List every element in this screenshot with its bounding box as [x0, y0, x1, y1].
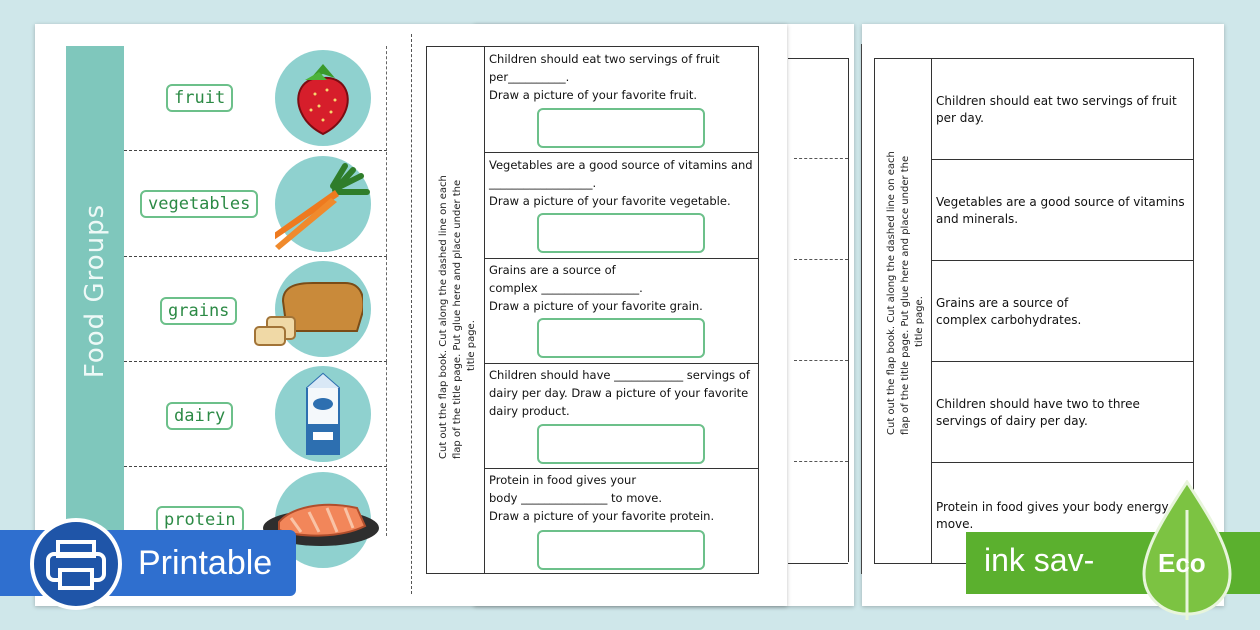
- question-cell: Protein in food gives your body ________…: [485, 468, 758, 573]
- eco-label: Eco: [1158, 548, 1206, 578]
- page-title: Food Groups: [80, 203, 110, 379]
- strawberry-icon: [275, 50, 371, 146]
- food-panel-grains: grains: [124, 257, 387, 362]
- question-cell: Children should have ____________ servin…: [485, 363, 758, 469]
- question-cell: Grains are a source of complex _________…: [485, 258, 758, 364]
- instructions-text: Cut out the flap book. Cut along the das…: [437, 175, 479, 459]
- cut-line: [794, 158, 848, 159]
- question-table: Cut out the flap book. Cut along the das…: [426, 46, 759, 574]
- eco-leaf-icon: Eco: [1142, 479, 1232, 620]
- instructions-line: flap of the title page. Put glue here an…: [900, 155, 911, 435]
- cut-line: [794, 461, 848, 462]
- cut-line: [794, 259, 848, 260]
- food-label: fruit: [166, 84, 234, 112]
- answer-text: Protein in food gives your body energy t…: [936, 500, 1185, 531]
- cut-line: [794, 360, 848, 361]
- answer-text: Grains are a source of complex carbohydr…: [936, 296, 1082, 327]
- food-panel-vegetables: vegetables: [124, 152, 387, 257]
- printable-label: Printable: [138, 544, 273, 582]
- answer-cell: Protein in food gives your body energy t…: [932, 463, 1193, 563]
- page-sheet-answers: [862, 24, 1224, 606]
- question-text: Protein in food gives your body ________…: [489, 473, 715, 523]
- instructions-line: title page.: [914, 296, 925, 347]
- answer-cell: Grains are a source of complex carbohydr…: [932, 261, 1193, 362]
- question-cell: Vegetables are a good source of vitamins…: [485, 153, 758, 259]
- back-sheet-table: [788, 58, 848, 564]
- instructions-line: flap of the title page. Put glue here an…: [452, 179, 463, 459]
- food-panel-dairy: dairy: [124, 362, 387, 467]
- question-text: Children should eat two servings of frui…: [489, 52, 720, 102]
- question-text: Grains are a source of complex _________…: [489, 263, 703, 313]
- question-text: Children should have ____________ servin…: [489, 368, 750, 418]
- drawing-box[interactable]: [537, 108, 705, 148]
- food-label: grains: [160, 297, 238, 325]
- glue-column: Cut out the flap book. Cut along the das…: [875, 59, 932, 563]
- food-label: dairy: [166, 402, 234, 430]
- answer-cell: Children should eat two servings of frui…: [932, 59, 1193, 160]
- title-strip: Food Groups: [66, 46, 124, 536]
- answer-cell: Vegetables are a good source of vitamins…: [932, 160, 1193, 261]
- answer-cell: Children should have two to three servin…: [932, 362, 1193, 463]
- drawing-box[interactable]: [537, 530, 705, 570]
- back-sheet-edge: [848, 58, 849, 562]
- question-cell: Children should eat two servings of frui…: [485, 47, 758, 153]
- question-text: Vegetables are a good source of vitamins…: [489, 158, 753, 208]
- instructions-line: title page.: [466, 320, 477, 371]
- fold-line: [411, 34, 412, 594]
- glue-column: Cut out the flap book. Cut along the das…: [427, 47, 485, 573]
- bread-icon: [254, 261, 371, 357]
- food-panel-fruit: fruit: [124, 46, 387, 151]
- answer-text: Children should have two to three servin…: [936, 397, 1140, 428]
- milk-carton-icon: [275, 366, 371, 462]
- drawing-box[interactable]: [537, 318, 705, 358]
- food-label: protein: [156, 506, 244, 534]
- answer-text: Vegetables are a good source of vitamins…: [936, 195, 1185, 226]
- carrot-icon: [267, 156, 371, 252]
- fold-line: [861, 44, 862, 574]
- instructions-line: Cut out the flap book. Cut along the das…: [438, 175, 449, 459]
- instructions-line: Cut out the flap book. Cut along the das…: [886, 151, 897, 435]
- instructions-text: Cut out the flap book. Cut along the das…: [885, 151, 927, 435]
- drawing-box[interactable]: [537, 424, 705, 464]
- answer-text: Children should eat two servings of frui…: [936, 94, 1177, 125]
- food-panel-protein: protein: [124, 468, 387, 568]
- drawing-box[interactable]: [537, 213, 705, 253]
- food-label: vegetables: [140, 190, 259, 218]
- printer-icon: [30, 518, 122, 610]
- ink-saver-label: ink sav-: [984, 542, 1095, 578]
